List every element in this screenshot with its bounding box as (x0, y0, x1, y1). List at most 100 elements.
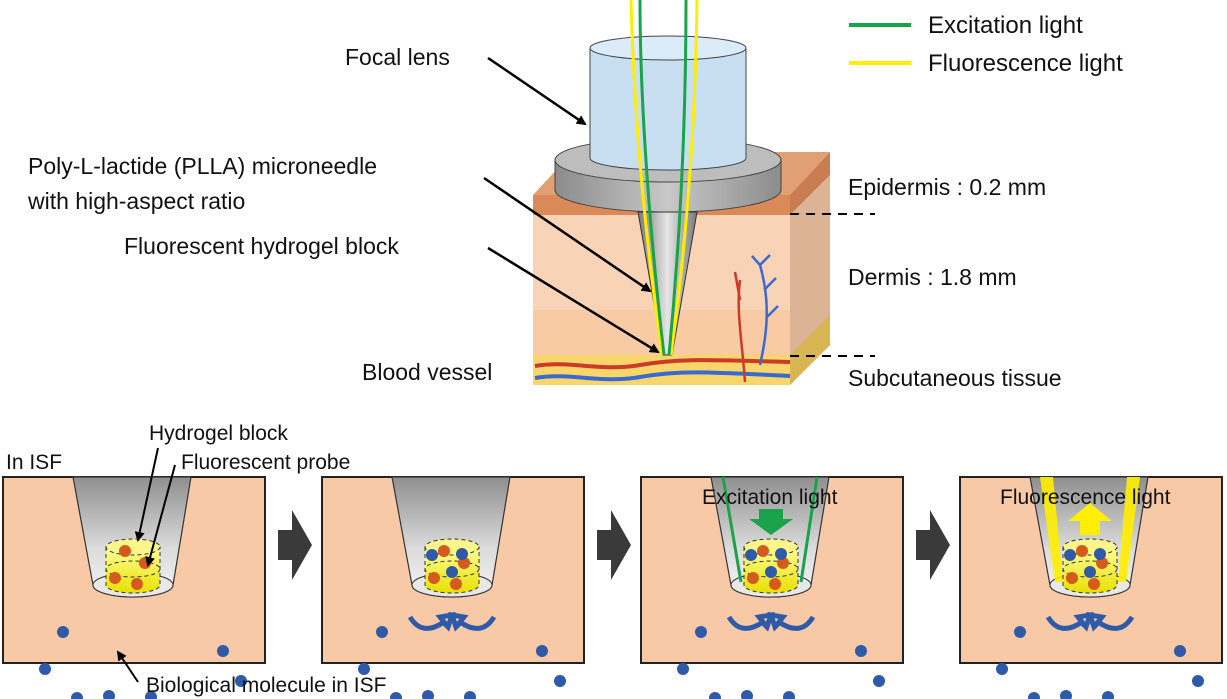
fluorescence-beam (1118, 477, 1140, 582)
fluorescence-beam-left (629, 0, 664, 356)
bound-molecule (1064, 549, 1076, 561)
biological-molecule (390, 692, 402, 699)
biological-molecule (39, 663, 51, 675)
excitation-beam (721, 476, 743, 583)
biological-molecule (695, 626, 707, 638)
step-arrow-1 (278, 510, 312, 580)
fluorescent-probe (1096, 557, 1108, 569)
focal-lens-arrow (487, 56, 587, 126)
biological-molecule-arrow (116, 650, 139, 683)
biological-molecule (709, 692, 721, 699)
fluorescent-probe-arrow (145, 464, 176, 567)
bound-molecule (456, 548, 468, 560)
biological-molecule (1174, 645, 1186, 657)
hydrogel-block-label: Fluorescent hydrogel block (124, 233, 399, 259)
hydrogel-block-arrow (134, 447, 159, 542)
biological-molecule (1028, 692, 1040, 699)
bound-molecule (1084, 566, 1096, 578)
flow-arrow-left (726, 611, 775, 632)
biological-molecule (1014, 626, 1026, 638)
flow-arrow-right (448, 611, 497, 632)
process-panel-3 (640, 476, 904, 699)
fluorescent-probe (119, 545, 131, 557)
fluorescent-probe (450, 578, 462, 590)
biological-molecule (1102, 691, 1114, 699)
biological-molecule (783, 691, 795, 699)
fluorescent-probe (1066, 572, 1078, 584)
bound-molecule (765, 566, 777, 578)
capillary-red (733, 271, 747, 383)
biological-molecule (1060, 690, 1072, 699)
fluorescent-probe (757, 545, 769, 557)
biological-molecule (422, 690, 434, 699)
hydrogel-block-caption: Hydrogel block (149, 422, 288, 445)
excitation-beam-left (638, 0, 666, 356)
in-isf-label: In ISF (6, 451, 63, 474)
bound-molecule (426, 549, 438, 561)
excitation-arrow (749, 509, 793, 535)
hydrogel-mid (105, 560, 161, 578)
biological-molecule (741, 690, 753, 699)
subcutaneous-label: Subcutaneous tissue (848, 365, 1062, 391)
biological-molecule (103, 690, 115, 699)
biological-molecule (536, 645, 548, 657)
biological-molecule-caption: Biological molecule in ISF (146, 674, 387, 697)
step-arrow-2 (597, 510, 631, 580)
microneedle-label-line1: Poly-L-lactide (PLLA) microneedle (28, 153, 377, 179)
legend-excitation-label: Excitation light (928, 12, 1083, 39)
flow-arrow-left (407, 611, 456, 632)
process-panel-4 (959, 476, 1223, 699)
biological-molecule (855, 645, 867, 657)
biological-molecule (873, 675, 885, 687)
focal-lens (589, 35, 747, 171)
fluorescent-probe (1088, 578, 1100, 590)
subcutaneous-side-face (790, 315, 830, 385)
blood-vessel-label: Blood vessel (362, 359, 493, 385)
fluorescent-probe (428, 572, 440, 584)
microneedle-label-line2: with high-aspect ratio (28, 188, 246, 214)
fluorescent-probe (458, 557, 470, 569)
biological-molecule (554, 675, 566, 687)
fluorescence-beam-right (669, 0, 699, 356)
panel3-title: Excitation light (702, 486, 838, 509)
flow-arrow-left (1045, 611, 1094, 632)
fluorescent-probe (438, 545, 450, 557)
biological-molecule (217, 645, 229, 657)
fluorescent-probe-caption: Fluorescent probe (181, 451, 351, 474)
excitation-beam-right (667, 0, 688, 356)
fluorescent-probe (777, 557, 789, 569)
fluorescent-probe (769, 578, 781, 590)
dermis-label: Dermis : 1.8 mm (848, 264, 1017, 290)
fluorescence-arrow (1068, 503, 1112, 535)
biological-molecule (71, 692, 83, 699)
biological-molecule (376, 626, 388, 638)
microneedle-arrow (483, 176, 652, 293)
biological-molecule (235, 675, 247, 687)
flow-arrow-right (767, 611, 816, 632)
fluorescent-probe (747, 572, 759, 584)
fluorescent-probe (1076, 545, 1088, 557)
panel4-title: Fluorescence light (1000, 486, 1171, 509)
fluorescent-probe (109, 572, 121, 584)
bound-molecule (1094, 548, 1106, 560)
epidermis-label: Epidermis : 0.2 mm (848, 174, 1047, 200)
biological-molecule (1192, 675, 1204, 687)
hydrogel-arrow (487, 246, 660, 354)
process-panel-1 (2, 476, 266, 699)
biological-molecule (464, 691, 476, 699)
biological-molecule (358, 663, 370, 675)
fluorescence-beam (1040, 477, 1063, 582)
bound-molecule (775, 548, 787, 560)
biological-molecule (57, 626, 69, 638)
flow-arrow-right (1086, 611, 1135, 632)
biological-molecule (145, 691, 157, 699)
fluorescent-probe (131, 578, 143, 590)
focal-lens-label: Focal lens (345, 44, 450, 70)
bound-molecule (446, 566, 458, 578)
process-panel-2 (321, 476, 585, 699)
legend-fluorescence-label: Fluorescence light (928, 50, 1123, 77)
biological-molecule (996, 663, 1008, 675)
blood-vessel-blue (534, 370, 791, 382)
biological-molecule (677, 663, 689, 675)
